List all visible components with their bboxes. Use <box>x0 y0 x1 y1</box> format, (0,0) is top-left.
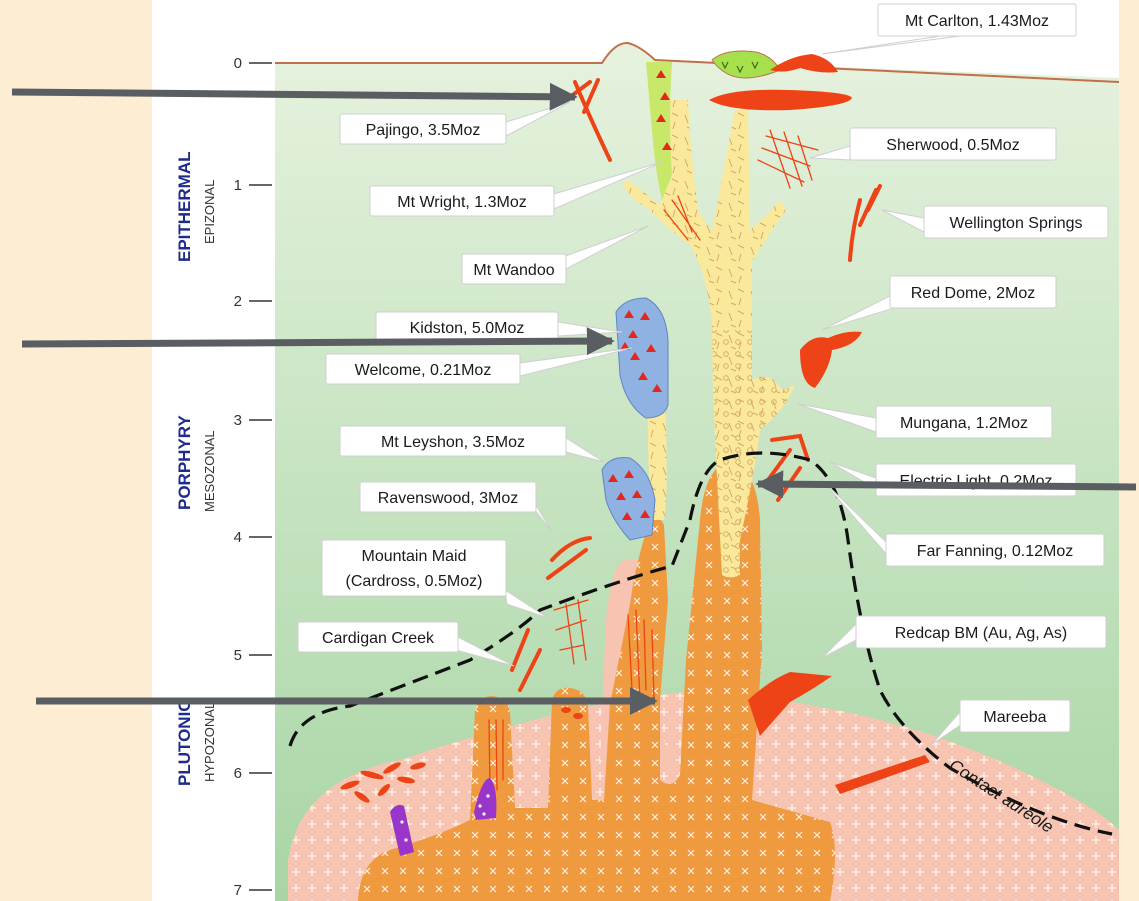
zone-mesozonal: MESOZONAL <box>202 430 217 512</box>
zone-plutonic: PLUTONIC <box>175 699 194 786</box>
depth-tick-4: 4 <box>234 529 242 546</box>
label-far-fanning: Far Fanning, 0.12Moz <box>917 543 1074 560</box>
label-mt-leyshon: Mt Leyshon, 3.5Moz <box>381 434 525 451</box>
depth-tick-1: 1 <box>234 177 242 194</box>
label-cardigan-creek: Cardigan Creek <box>322 630 435 647</box>
depth-tick-6: 6 <box>234 765 242 782</box>
zone-hypozonal: HYPOZONAL <box>202 702 217 782</box>
label-mareeba: Mareeba <box>983 709 1046 726</box>
label-kidston: Kidston, 5.0Moz <box>410 320 525 337</box>
arrow-pajingo <box>12 92 575 97</box>
label-wellington-springs: Wellington Springs <box>949 215 1082 232</box>
arrow-intrusion <box>758 484 1136 487</box>
label-pajingo: Pajingo, 3.5Moz <box>366 122 481 139</box>
label-redcap: Redcap BM (Au, Ag, As) <box>895 625 1068 642</box>
depth-tick-7: 7 <box>234 882 242 899</box>
label-mt-wandoo: Mt Wandoo <box>473 262 554 279</box>
depth-tick-5: 5 <box>234 647 242 664</box>
label-mt-wright: Mt Wright, 1.3Moz <box>397 194 527 211</box>
zone-epithermal: EPITHERMAL <box>175 152 194 263</box>
zone-porphyry: PORPHYRY <box>175 415 194 510</box>
zone-epizonal: EPIZONAL <box>202 180 217 244</box>
depth-tick-2: 2 <box>234 293 242 310</box>
label-red-dome: Red Dome, 2Moz <box>911 285 1036 302</box>
label-ravenswood: Ravenswood, 3Moz <box>378 490 519 507</box>
arrow-kidston <box>22 341 612 344</box>
label-mt-carlton: Mt Carlton, 1.43Moz <box>905 13 1049 30</box>
label-mungana: Mungana, 1.2Moz <box>900 415 1028 432</box>
depth-tick-3: 3 <box>234 412 242 429</box>
label-mountain-maid: Mountain Maid <box>362 548 467 565</box>
label-welcome: Welcome, 0.21Moz <box>355 362 492 379</box>
label-sherwood: Sherwood, 0.5Moz <box>886 137 1019 154</box>
depth-tick-0: 0 <box>234 55 242 72</box>
label-mountain-maid-detail: (Cardross, 0.5Moz) <box>346 573 483 590</box>
